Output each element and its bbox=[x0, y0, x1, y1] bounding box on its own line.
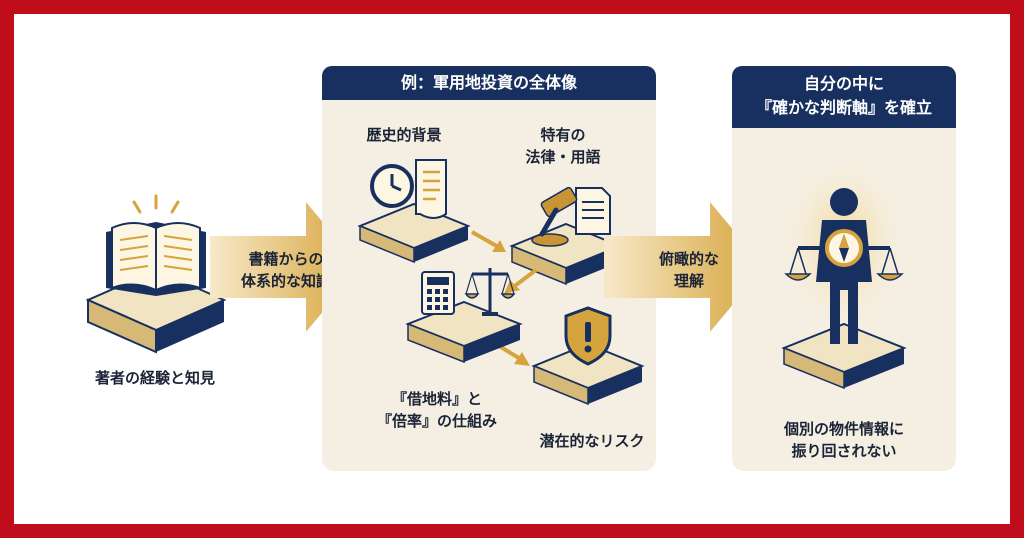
diagram-frame: 著者の経験と知見 書籍からの 体系的な知識 例：軍用地投資の全体像 歴史的背景 … bbox=[14, 14, 1010, 524]
balanced-person-icon bbox=[781, 166, 907, 390]
arrow-2-label: 俯瞰的な 理解 bbox=[644, 248, 734, 292]
item-law-label: 特有の 法律・用語 bbox=[508, 124, 618, 168]
arrow-2-shape bbox=[604, 202, 764, 332]
book-on-platform-icon bbox=[85, 194, 227, 354]
result-caption-line2: 振り回されない bbox=[791, 442, 897, 460]
connector-arrow-1 bbox=[471, 230, 506, 252]
result-panel-title: 自分の中に 『確かな判断軸』を確立 bbox=[732, 66, 956, 128]
result-title-line2: 『確かな判断軸』を確立 bbox=[755, 98, 932, 117]
arrow-1-line2: 体系的な知識 bbox=[240, 272, 331, 290]
arrow-2-line2: 理解 bbox=[673, 272, 704, 290]
arrow-1-label: 書籍からの 体系的な知識 bbox=[226, 248, 346, 292]
result-caption-line1: 個別の物件情報に bbox=[783, 420, 904, 438]
result-caption: 個別の物件情報に 振り回されない bbox=[742, 418, 946, 462]
item-rent-label: 『借地料』と 『倍率』の仕組み bbox=[362, 388, 512, 432]
item-risk-label: 潜在的なリスク bbox=[539, 432, 645, 450]
arrow-2-line1: 俯瞰的な bbox=[658, 250, 719, 268]
source-caption: 著者の経験と知見 bbox=[94, 369, 215, 387]
risk-platform-icon bbox=[531, 306, 645, 406]
result-title-line1: 自分の中に bbox=[803, 74, 884, 93]
history-platform-icon bbox=[357, 159, 471, 264]
example-panel-title: 例：軍用地投資の全体像 bbox=[322, 66, 656, 100]
item-law-line1: 特有の bbox=[540, 126, 586, 144]
item-rent-line1: 『借地料』と bbox=[391, 390, 482, 408]
arrow-1-line1: 書籍からの bbox=[248, 250, 324, 268]
rent-platform-icon bbox=[405, 268, 523, 364]
item-history-label: 歴史的背景 bbox=[366, 126, 442, 144]
item-rent-line2: 『倍率』の仕組み bbox=[376, 412, 497, 430]
item-law-line2: 法律・用語 bbox=[525, 148, 601, 166]
